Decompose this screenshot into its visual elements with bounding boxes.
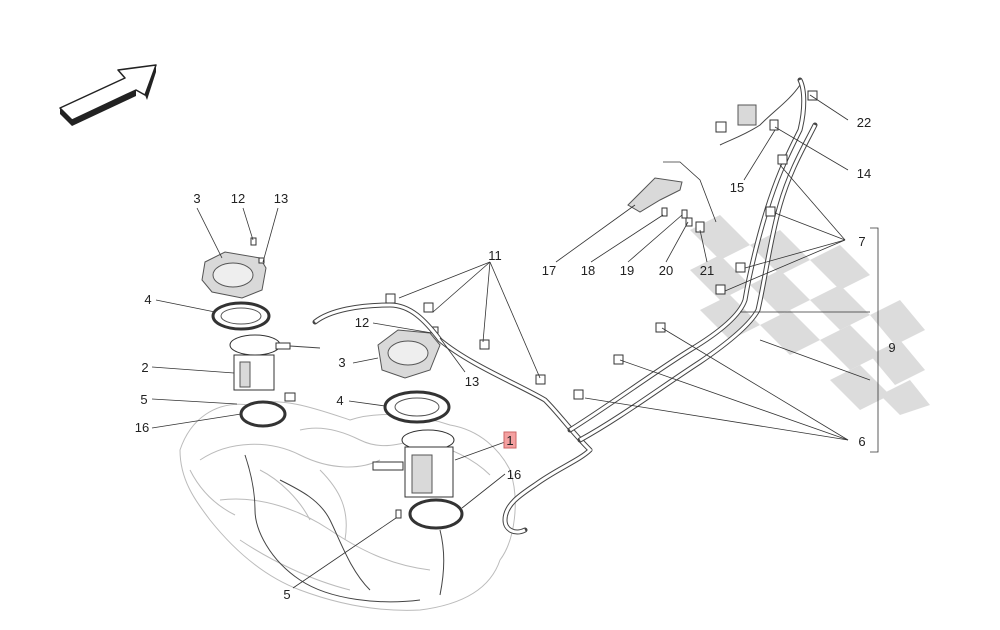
callout-20[interactable]: 20 [659, 263, 673, 278]
callout-5[interactable]: 5 [283, 587, 290, 602]
callout-13[interactable]: 13 [465, 374, 479, 389]
callout-12[interactable]: 12 [355, 315, 369, 330]
ring-left [239, 392, 296, 428]
callout-7[interactable]: 7 [858, 234, 865, 249]
callout-4[interactable]: 4 [144, 292, 151, 307]
seal-ring-right [383, 390, 451, 424]
leader-lines [151, 94, 879, 589]
callout-2[interactable]: 2 [141, 360, 148, 375]
callout-16[interactable]: 16 [507, 467, 521, 482]
callout-21[interactable]: 21 [700, 263, 714, 278]
line-clips [385, 90, 818, 400]
cover-plate-left [201, 251, 267, 299]
fuel-pump-right [372, 429, 455, 498]
callout-19[interactable]: 19 [620, 263, 634, 278]
cover-plate-right [377, 326, 441, 379]
callout-11[interactable]: 11 [488, 248, 502, 263]
callout-17[interactable]: 17 [542, 263, 556, 278]
callout-3[interactable]: 3 [338, 355, 345, 370]
callout-highlight [503, 431, 517, 449]
seal-ring-left [211, 301, 271, 331]
callout-18[interactable]: 18 [581, 263, 595, 278]
callout-6[interactable]: 6 [858, 434, 865, 449]
callout-4[interactable]: 4 [336, 393, 343, 408]
callout-15[interactable]: 15 [730, 180, 744, 195]
direction-arrow-icon [59, 64, 157, 126]
bracket-assembly [627, 177, 705, 233]
fuel-lines [312, 77, 818, 535]
checker-watermark [690, 215, 930, 415]
callout-16[interactable]: 16 [135, 420, 149, 435]
screw-left [250, 237, 265, 264]
callout-3[interactable]: 3 [193, 191, 200, 206]
callout-13[interactable]: 13 [274, 191, 288, 206]
callout-labels: 1 2 3 3 4 4 5 5 6 7 9 11 12 12 13 13 14 … [135, 115, 896, 602]
valve-assembly [715, 104, 779, 133]
callout-5[interactable]: 5 [140, 392, 147, 407]
callout-9[interactable]: 9 [888, 340, 895, 355]
callout-12[interactable]: 12 [231, 191, 245, 206]
callout-22[interactable]: 22 [857, 115, 871, 130]
ring-right [395, 498, 464, 530]
callout-1[interactable]: 1 [506, 433, 513, 448]
callout-14[interactable]: 14 [857, 166, 871, 181]
fuel-pump-left [229, 334, 321, 391]
